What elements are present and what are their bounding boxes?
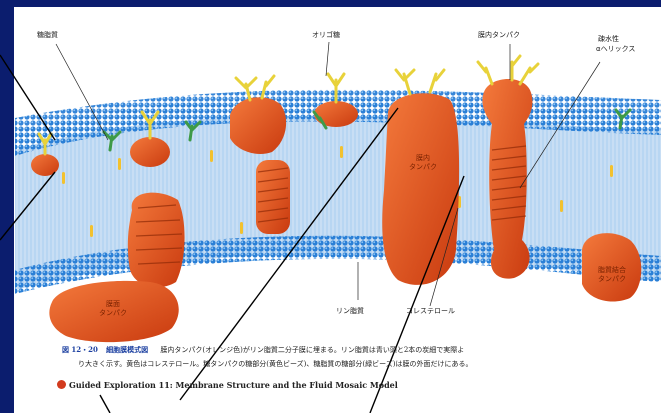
label-integral-protein-top: 膜内タンパク <box>478 30 520 40</box>
label-peripheral-protein: 膜面 タンパク <box>88 300 138 318</box>
label-integral-protein-center: 膜内 タンパク <box>401 154 445 172</box>
glycoprotein-top <box>230 97 286 154</box>
label-phospholipid: リン脂質 <box>336 306 364 316</box>
guided-exploration-icon <box>57 380 66 389</box>
label-lipid-anchored-protein: 脂質結合 タンパク <box>588 266 636 284</box>
large-integral-protein <box>382 93 459 285</box>
label-glycolipid: 糖脂質 <box>37 30 58 40</box>
figure-number: 図 12・20 <box>62 345 98 354</box>
label-alpha-helix: αヘリックス <box>596 44 635 54</box>
caption-text-1: 膜内タンパク(オレンジ色)がリン脂質二分子膜に埋まる。リン脂質は青い頭と2本の炭… <box>160 346 464 354</box>
label-oligosaccharide: オリゴ糖 <box>312 30 340 40</box>
guided-exploration-text: Guided Exploration 11: Membrane Structur… <box>69 380 398 390</box>
small-protein-mid <box>314 101 358 127</box>
guided-exploration-link[interactable]: Guided Exploration 11: Membrane Structur… <box>57 380 398 390</box>
label-cholesterol: コレステロール <box>406 306 455 316</box>
figure-caption-line1: 図 12・20 細胞膜模式図 膜内タンパク(オレンジ色)がリン脂質二分子膜に埋ま… <box>62 345 464 355</box>
figure-title: 細胞膜模式図 <box>106 345 148 354</box>
caption-text-2: り大きく示す。黄色はコレステロール。糖タンパクの糖部分(黄色ビーズ)、糖脂質の糖… <box>78 359 473 369</box>
label-hydrophobic: 疎水性 <box>598 34 619 44</box>
surface-protein-2 <box>130 137 170 167</box>
